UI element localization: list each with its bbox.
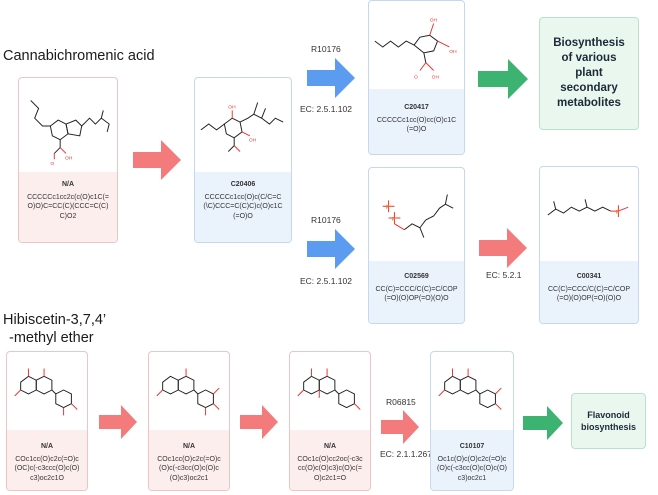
reaction-ec: EC: 2.5.1.102 [300,276,352,286]
reaction-arrow-red [99,405,137,439]
svg-text:OH: OH [449,49,457,55]
svg-text:OH: OH [432,74,440,80]
compound-info: C00341 CC(C)=CCC/C(C)=C/COP(=O)(O)OP(=O)… [540,261,638,323]
svg-text:P: P [392,217,396,223]
compound-info: C20417 CCCCCc1cc(O)cc(O)c1C(=O)O [369,89,464,154]
molecule-structure-c00341: P [547,199,629,217]
svg-text:P: P [615,210,619,216]
compound-smiles: CCCCCc1cc(O)c(C/C=C(\C)CCC=C(C)C)c(O)c1C… [203,193,283,220]
svg-text:OH: OH [249,138,257,144]
reaction-id: R10176 [311,215,341,225]
pathway-box-flavonoid[interactable]: Flavonoid biosynthesis [571,393,646,449]
compound-card-cbc-start[interactable]: OH O N/A CCCCCc1cc2c(c(O)c1C(=O)O)C=CC(C… [18,77,118,243]
compound-smiles: COc1cc(O)c2c(=O)c(OC)c(-c3ccc(O)c(O)c3)o… [14,455,80,482]
compound-id: C20406 [230,181,256,188]
molecule-structure-hib-start [14,368,78,416]
compound-id: C10107 [459,443,485,450]
compound-smiles: COc1cc(O)c2c(=O)c(O)c(-c3cc(O)c(O)c(O)c3… [157,455,221,482]
compound-info: N/A COc1cc(O)c2c(=O)c(O)c(-c3cc(O)c(O)c(… [149,430,229,490]
compound-smiles: CCCCCc1cc2c(c(O)c1C(=O)O)C=CC(C)(CCC=C(C… [27,193,109,220]
compound-smiles: CC(C)=CCC/C(C)=C/COP(=O)(O)OP(=O)(O)O [375,285,458,303]
compound-card-hib-2[interactable]: N/A COc1cc(O)c2c(=O)c(O)c(-c3cc(O)c(O)c(… [148,351,230,491]
compound-smiles: Oc1c(O)c(O)c2c(=O)c(O)c(-c3cc(O)c(O)c(O)… [437,455,507,482]
compound-id: N/A [40,443,54,450]
compound-card-c00341[interactable]: P C00341 CC(C)=CCC/C(C)=C/COP(=O)(O)OP(=… [539,166,639,324]
svg-text:OH: OH [228,104,236,110]
reaction-ec: EC: 5.2.1 [486,270,522,280]
section-title-hibiscetin-line2: -methyl ether [9,330,94,346]
svg-text:P: P [386,205,390,211]
compound-id: C00341 [576,273,602,280]
svg-text:O: O [50,161,54,167]
compound-smiles: COc1c(O)cc2oc(-c3ccc(O)c(O)c3)c(O)c(=O)c… [297,455,363,482]
pathway-box-secondary-metabolites[interactable]: Biosynthesis of various plant secondary … [539,17,639,130]
reaction-id: R06815 [386,397,416,407]
reaction-arrow-blue [307,58,355,98]
pathway-label: Flavonoid biosynthesis [580,410,636,432]
compound-card-c02569[interactable]: P P C02569 CC(C)=CCC/C(C)=C/COP(=O)(O)OP… [368,167,465,324]
compound-info: N/A COc1cc(O)c2c(=O)c(OC)c(-c3ccc(O)c(O)… [7,430,87,490]
reaction-ec: EC: 2.1.1.267 [380,449,432,459]
compound-card-hib-start[interactable]: N/A COc1cc(O)c2c(=O)c(OC)c(-c3ccc(O)c(O)… [6,351,88,491]
reaction-arrow-red [240,405,278,439]
svg-text:OH: OH [430,18,438,24]
reaction-ec: EC: 2.5.1.102 [300,104,352,114]
reaction-arrow-blue [307,229,355,269]
reaction-arrow-red [381,410,419,444]
compound-info: C02569 CC(C)=CCC/C(C)=C/COP(=O)(O)OP(=O)… [369,261,464,323]
compound-smiles: CCCCCc1cc(O)cc(O)c1C(=O)O [376,116,457,134]
molecule-structure-c10107 [438,368,502,410]
compound-id: C20417 [404,104,429,111]
compound-card-c20417[interactable]: OH OH O OH C20417 CCCCCc1cc(O)cc(O)c1C(=… [368,0,465,155]
compound-id: N/A [61,181,75,188]
compound-card-hib-3[interactable]: N/A COc1c(O)cc2oc(-c3ccc(O)c(O)c3)c(O)c(… [289,351,371,491]
svg-text:OH: OH [65,155,73,161]
compound-info: C20406 CCCCCc1cc(O)c(C/C=C(\C)CCC=C(C)C)… [195,172,291,242]
compound-id: C02569 [404,273,429,280]
reaction-id: R10176 [311,44,341,54]
molecule-structure-cbc: OH O [30,100,110,167]
compound-smiles: CC(C)=CCC/C(C)=C/COP(=O)(O)OP(=O)(O)O [547,285,631,303]
pathway-arrow-green [523,406,563,440]
compound-card-c20406[interactable]: OH OH C20406 CCCCCc1cc(O)c(C/C=C(\C)CCC=… [194,77,292,243]
compound-id: N/A [323,443,337,450]
compound-card-c10107[interactable]: C10107 Oc1c(O)c(O)c2c(=O)c(O)c(-c3cc(O)c… [430,351,514,491]
molecule-structure-c02569: P P [382,194,454,238]
section-title-hibiscetin-line1: Hibiscetin-3,7,4’ [3,312,107,328]
molecule-structure-hib-2 [156,368,220,416]
reaction-arrow-red [479,228,527,268]
compound-info: N/A CCCCCc1cc2c(c(O)c1C(=O)O)C=CC(C)(CCC… [19,172,117,242]
reaction-arrow-red [133,140,181,180]
pathway-label: Biosynthesis of various plant secondary … [553,37,625,109]
compound-info: N/A COc1c(O)cc2oc(-c3ccc(O)c(O)c3)c(O)c(… [290,430,370,490]
molecule-structure-hib-3 [297,368,361,410]
pathway-arrow-green [478,59,528,99]
svg-text:O: O [414,74,418,80]
molecule-structure-c20406: OH OH [200,102,284,152]
compound-info: C10107 Oc1c(O)c(O)c2c(=O)c(O)c(-c3cc(O)c… [431,430,513,490]
section-title-cannabichromenic: Cannabichromenic acid [3,48,155,64]
compound-id: N/A [182,443,196,450]
molecule-structure-c20417: OH OH O OH [374,18,457,80]
